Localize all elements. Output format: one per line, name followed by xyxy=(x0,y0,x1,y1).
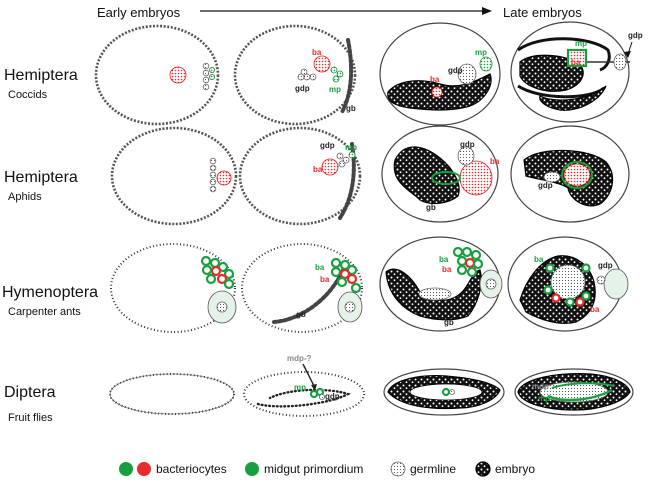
aphid-stage-3: gdp ba gb xyxy=(381,125,500,223)
label-mp: mp xyxy=(538,394,550,403)
label-gdp: gdp xyxy=(295,84,310,93)
label-mp: mp xyxy=(475,48,487,57)
fly-stage-4: mdp mp xyxy=(514,368,634,416)
germline-cells xyxy=(336,152,350,168)
row-fruit-flies: mdp-? mp gdp mdp mp xyxy=(109,354,634,417)
timeline-header: Early embryos Late embryos xyxy=(97,5,582,20)
label-gb: gb xyxy=(444,318,454,327)
label-ba: ba xyxy=(430,75,440,84)
ant-stage-2: ba ba gb xyxy=(241,243,363,333)
label-ba: ba xyxy=(571,58,581,67)
label-gb: gb xyxy=(426,203,436,212)
coccid-stage-3: mp gdp ba xyxy=(379,22,501,126)
label-ba: ba xyxy=(590,305,600,314)
label-mp: mp xyxy=(329,85,341,94)
bacteriocyte-cluster xyxy=(216,170,232,186)
bacteriome xyxy=(566,48,588,68)
timeline-arrow-head xyxy=(482,7,492,15)
coccid-stage-1 xyxy=(94,24,220,126)
label-ba: ba xyxy=(313,165,323,174)
label-ba: ba xyxy=(315,263,325,272)
label-gdp: gdp xyxy=(598,261,613,270)
ant-stage-4: ba gdp ba xyxy=(507,236,629,332)
legend-embryo-label: embryo xyxy=(495,462,535,476)
ant-stage-1 xyxy=(110,243,237,333)
embryo-body xyxy=(393,146,460,205)
label-ba: ba xyxy=(320,275,330,284)
row-1-common: Coccids xyxy=(8,89,48,101)
row-3-order: Hymenoptera xyxy=(2,284,98,301)
label-gdp: gdp xyxy=(320,141,335,150)
label-ba: ba xyxy=(312,48,322,57)
legend-midgut-swatch xyxy=(245,462,259,476)
label-gb: gb xyxy=(346,104,356,113)
germline-cells xyxy=(297,68,317,81)
fly-stage-1 xyxy=(109,373,235,415)
row-2-common: Aphids xyxy=(8,191,42,203)
row-2-order: Hemiptera xyxy=(4,169,78,186)
legend: bacteriocytes midgut primordium germline… xyxy=(119,461,535,477)
label-gb: gb xyxy=(296,310,306,319)
late-embryos-label: Late embryos xyxy=(503,5,582,20)
early-embryos-label: Early embryos xyxy=(97,5,181,20)
ant-stage-3: ba ba gb xyxy=(379,236,503,332)
label-mdp-question: mdp-? xyxy=(287,354,312,363)
germline-cells xyxy=(202,62,210,91)
row-labels: Hemiptera Coccids Hemiptera Aphids Hymen… xyxy=(2,67,98,424)
label-mp: mp xyxy=(345,143,357,152)
aphid-stage-1 xyxy=(110,126,238,226)
row-4-order: Diptera xyxy=(4,384,56,401)
label-gdp: gdp xyxy=(460,140,475,149)
coccid-stage-4: mp ba gdp xyxy=(510,21,643,123)
label-gdp: gdp xyxy=(448,66,463,75)
row-3-common: Carpenter ants xyxy=(8,306,81,318)
bacteriome xyxy=(459,160,493,196)
germline-cells xyxy=(209,157,217,193)
bacteriocyte-cluster xyxy=(313,55,331,73)
legend-bacteriocyte-red-swatch xyxy=(137,462,151,476)
row-4-common: Fruit flies xyxy=(8,412,53,424)
label-ba: ba xyxy=(490,157,500,166)
legend-bacteriocyte-green-swatch xyxy=(119,462,133,476)
bacteriome xyxy=(563,163,591,187)
row-1-order: Hemiptera xyxy=(4,67,78,84)
legend-germline-label: germline xyxy=(410,462,456,476)
row-coccids: ba mp gdp gb mp gdp ba mp ba xyxy=(94,21,643,126)
label-mdp: mdp xyxy=(532,382,549,391)
label-gdp: gdp xyxy=(325,392,340,401)
bacteriocyte-cluster xyxy=(169,66,187,84)
legend-embryo-swatch xyxy=(475,461,491,477)
label-ba: ba xyxy=(534,255,544,264)
aphid-stage-2: gdp mp ba xyxy=(238,126,362,226)
fly-stage-3 xyxy=(383,368,505,416)
germline-mass xyxy=(457,63,477,85)
row-carpenter-ants: ba ba gb ba ba gb xyxy=(110,236,629,333)
legend-bacteriocytes-label: bacteriocytes xyxy=(156,462,227,476)
fly-stage-2: mdp-? mp gdp xyxy=(243,354,365,417)
midgut-primordium xyxy=(479,56,493,72)
legend-germline-swatch xyxy=(390,461,406,477)
label-mp: mp xyxy=(575,39,587,48)
row-aphids: gdp mp ba gdp ba gb gdp xyxy=(110,125,630,226)
coccid-stage-2: ba mp gdp gb xyxy=(233,24,357,126)
label-ba: ba xyxy=(442,265,452,274)
label-ba: ba xyxy=(439,255,449,264)
label-gdp: gdp xyxy=(628,31,643,40)
aphid-stage-4: gdp xyxy=(510,125,630,223)
legend-midgut-label: midgut primordium xyxy=(264,462,363,476)
label-gdp: gdp xyxy=(538,181,553,190)
label-mp: mp xyxy=(294,383,306,392)
